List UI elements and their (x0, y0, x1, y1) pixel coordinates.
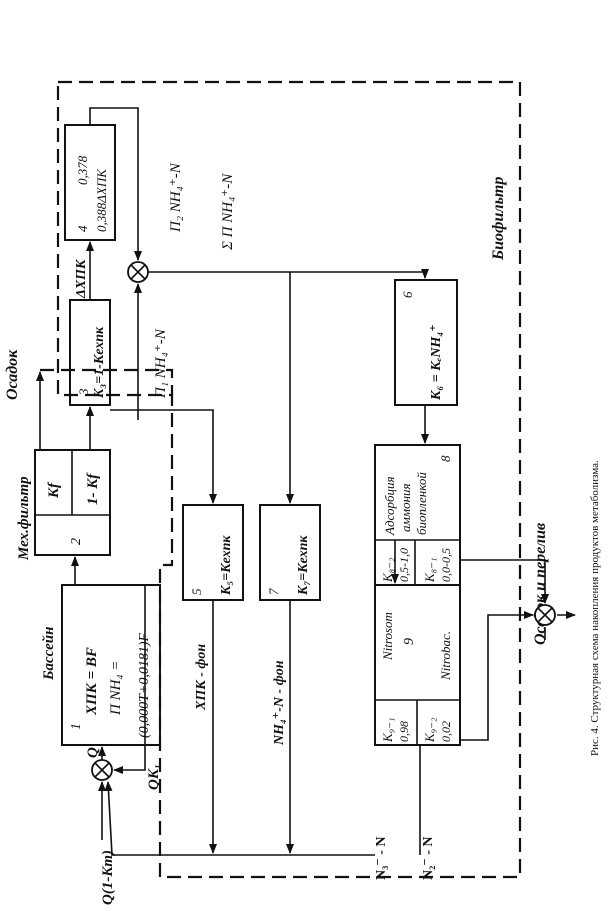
figure-caption: Рис. 4. Структурная схема накопления про… (589, 460, 601, 756)
block-4-value1: 0,378 (75, 155, 90, 185)
mech-filter-kf: Kf (46, 481, 62, 499)
block-9-number: 9 (402, 638, 417, 645)
sum-junction-top (127, 261, 149, 283)
line-no3-return (104, 781, 375, 856)
sediment-label: Осадок (4, 349, 21, 400)
block-7-formula: K₇=Kехпк (296, 535, 311, 596)
block-9-k92: K₉₋₂ (422, 717, 437, 743)
label-no3: N₃⁻ - N (374, 837, 389, 880)
mech-filter-number: 2 (69, 538, 84, 545)
block-7-number: 7 (266, 588, 281, 595)
block-9-k92-value: 0,02 (439, 721, 453, 742)
block-8-line3: биопленкой (414, 472, 429, 535)
sum-junction-input (91, 759, 113, 781)
sediment-overflow-label: Осадок и перелив (532, 523, 549, 645)
block-8-k81-value: 0,0-0,5 (439, 548, 453, 582)
block-9-nitrobac: Nitrobac. (438, 631, 453, 681)
pool-eq1: ХПК = BF (84, 647, 100, 716)
block-9-k91: K₉₋₁ (380, 717, 395, 743)
block-6-number: 6 (400, 291, 415, 298)
label-nh4-bg: NH₄⁺-N - фон (272, 660, 287, 746)
pool-eq2: П NH₄ = (108, 660, 124, 716)
block-8-line1: Адсорбция (382, 476, 397, 536)
block-4-number: 4 (75, 225, 90, 232)
block-4-value2: 0,388ΔХПК (94, 168, 109, 232)
label-p1: П₁ NH₄⁺-N (153, 328, 169, 399)
block-8-line2: аммония (398, 483, 413, 532)
line-sum-b6 (148, 269, 429, 279)
label-p2: П₂ NH₄⁺-N (168, 162, 184, 233)
label-q: Q (85, 747, 101, 758)
block-8-number: 8 (438, 455, 453, 462)
line-to-b5 (110, 409, 217, 504)
block-5 (182, 504, 244, 601)
line-b4-sum (89, 107, 142, 261)
mech-filter-1minus-kf: 1- Kf (85, 472, 101, 505)
block-3-number: 3 (76, 388, 91, 396)
line-b8-overflow (460, 559, 549, 604)
label-sum-p: Σ П NH₄⁺-N (220, 173, 236, 251)
block-9-nitrosom: Nitrosom (380, 612, 395, 661)
block-5-formula: K₅=Kехпк (219, 535, 234, 596)
mechfilter-boundary (40, 368, 174, 395)
mech-filter-title: Мех.фильтр (16, 476, 32, 561)
biofilter-boundary (56, 80, 522, 879)
label-xpk-bg: ХПК - фон (194, 644, 209, 711)
pool-title: Бассейн (41, 627, 57, 681)
label-dxpk: ΔХПК (74, 258, 89, 299)
block-8-k81: K₈₋₁ (422, 557, 437, 583)
block-3-formula: K₃=1-Kехпк (92, 326, 107, 399)
biofilter-label: Биофильтр (490, 177, 507, 261)
block-pool (61, 584, 161, 746)
block-6-formula: K₆ = KₑNH₄⁺ (429, 324, 444, 401)
line-qk1 (113, 585, 146, 774)
block-9-k91-value: 0,98 (397, 721, 411, 742)
pool-number: 1 (69, 723, 84, 730)
block-8-k82: K₈₋₂ (380, 557, 395, 583)
label-q-in: Q(1-Km) (100, 850, 116, 905)
block-7 (259, 504, 321, 601)
sum-junction-overflow (534, 604, 556, 626)
block-5-number: 5 (189, 588, 204, 595)
label-qk1: QK₁ (146, 764, 162, 790)
block-6 (394, 279, 458, 406)
line-b9-overflow (460, 611, 534, 741)
block-8-k82-value: 0,5-1,0 (397, 548, 411, 582)
label-no2: N₂⁻ - N (421, 837, 436, 880)
